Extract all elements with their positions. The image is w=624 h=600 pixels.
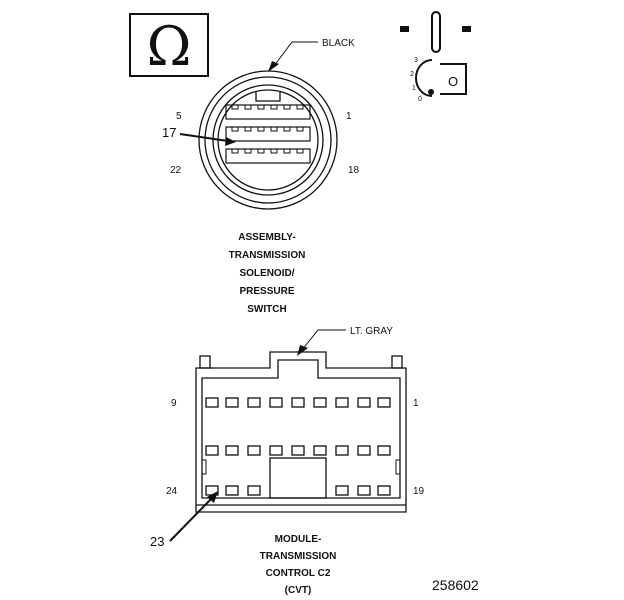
cavity bbox=[225, 485, 239, 496]
svg-text:(CVT): (CVT) bbox=[285, 585, 312, 596]
cavity bbox=[357, 485, 371, 496]
cavity bbox=[257, 148, 265, 154]
cavity bbox=[296, 126, 304, 132]
lower-pin-9: 9 bbox=[171, 398, 177, 409]
svg-text:ASSEMBLY-: ASSEMBLY- bbox=[238, 232, 295, 243]
cavity bbox=[269, 445, 283, 456]
solenoid-connector: BLACK 5 1 22 18 17 bbox=[162, 38, 360, 210]
svg-text:TRANSMISSION: TRANSMISSION bbox=[260, 551, 337, 562]
cavity bbox=[283, 126, 291, 132]
cavity bbox=[244, 126, 252, 132]
cavity bbox=[283, 104, 291, 110]
svg-text:TRANSMISSION: TRANSMISSION bbox=[229, 250, 306, 261]
cavity bbox=[247, 485, 261, 496]
svg-text:CONTROL C2: CONTROL C2 bbox=[266, 568, 331, 579]
cavity bbox=[377, 445, 391, 456]
tcm-connector: LT. GRAY 9 1 24 19 23 bbox=[150, 326, 425, 549]
cavity bbox=[313, 397, 327, 408]
upper-pin-22: 22 bbox=[170, 165, 182, 176]
cavity bbox=[231, 104, 239, 110]
cavity bbox=[377, 485, 391, 496]
cavity bbox=[244, 104, 252, 110]
cavity bbox=[291, 445, 305, 456]
lower-title: MODULE- TRANSMISSION CONTROL C2 (CVT) bbox=[260, 534, 337, 596]
svg-text:SWITCH: SWITCH bbox=[247, 304, 286, 315]
key-pos-2: 2 bbox=[410, 71, 414, 78]
cavity bbox=[257, 126, 265, 132]
cavity bbox=[335, 445, 349, 456]
cavity-row bbox=[225, 104, 311, 120]
upper-callout: 17 bbox=[162, 125, 176, 140]
key-letter: O bbox=[448, 74, 458, 89]
key-pos-3: 3 bbox=[414, 57, 418, 64]
lower-pin-24: 24 bbox=[166, 486, 178, 497]
cavity bbox=[225, 445, 239, 456]
ignition-key-icon: O 3 2 1 0 bbox=[400, 11, 471, 103]
svg-text:MODULE-: MODULE- bbox=[275, 534, 322, 545]
cavity bbox=[244, 148, 252, 154]
key-pos-0: 0 bbox=[418, 96, 422, 103]
ohmmeter-icon: Ω bbox=[129, 13, 209, 78]
cavity bbox=[291, 397, 305, 408]
upper-title: ASSEMBLY- TRANSMISSION SOLENOID/ PRESSUR… bbox=[229, 232, 306, 315]
upper-pin-18: 18 bbox=[348, 165, 360, 176]
cavity bbox=[296, 104, 304, 110]
cavity bbox=[247, 445, 261, 456]
lower-pin-19: 19 bbox=[413, 486, 425, 497]
cavity bbox=[283, 148, 291, 154]
cavity bbox=[357, 397, 371, 408]
lower-pin-1: 1 bbox=[413, 398, 419, 409]
cavity bbox=[247, 397, 261, 408]
cavity bbox=[205, 397, 219, 408]
cavity-row bbox=[225, 126, 311, 142]
figure-number: 258602 bbox=[432, 577, 479, 593]
cavity bbox=[335, 397, 349, 408]
upper-pin-5: 5 bbox=[176, 111, 182, 122]
cavity bbox=[270, 148, 278, 154]
lower-color-label: LT. GRAY bbox=[350, 326, 393, 337]
cavity bbox=[270, 104, 278, 110]
key-pos-1: 1 bbox=[412, 85, 416, 92]
cavity bbox=[269, 397, 283, 408]
cavity bbox=[270, 126, 278, 132]
lower-callout: 23 bbox=[150, 534, 164, 549]
cavity bbox=[357, 445, 371, 456]
cavity bbox=[377, 397, 391, 408]
upper-color-label: BLACK bbox=[322, 38, 355, 49]
upper-pin-1: 1 bbox=[346, 111, 352, 122]
cavity bbox=[231, 148, 239, 154]
cavity bbox=[335, 485, 349, 496]
cavity bbox=[225, 397, 239, 408]
cavity bbox=[313, 445, 327, 456]
cavity bbox=[257, 104, 265, 110]
cavity bbox=[296, 148, 304, 154]
cavity bbox=[231, 126, 239, 132]
svg-text:PRESSURE: PRESSURE bbox=[239, 286, 294, 297]
svg-text:SOLENOID/: SOLENOID/ bbox=[239, 268, 294, 279]
cavity-row bbox=[225, 148, 311, 164]
cavity bbox=[205, 445, 219, 456]
ohm-symbol: Ω bbox=[147, 15, 192, 78]
